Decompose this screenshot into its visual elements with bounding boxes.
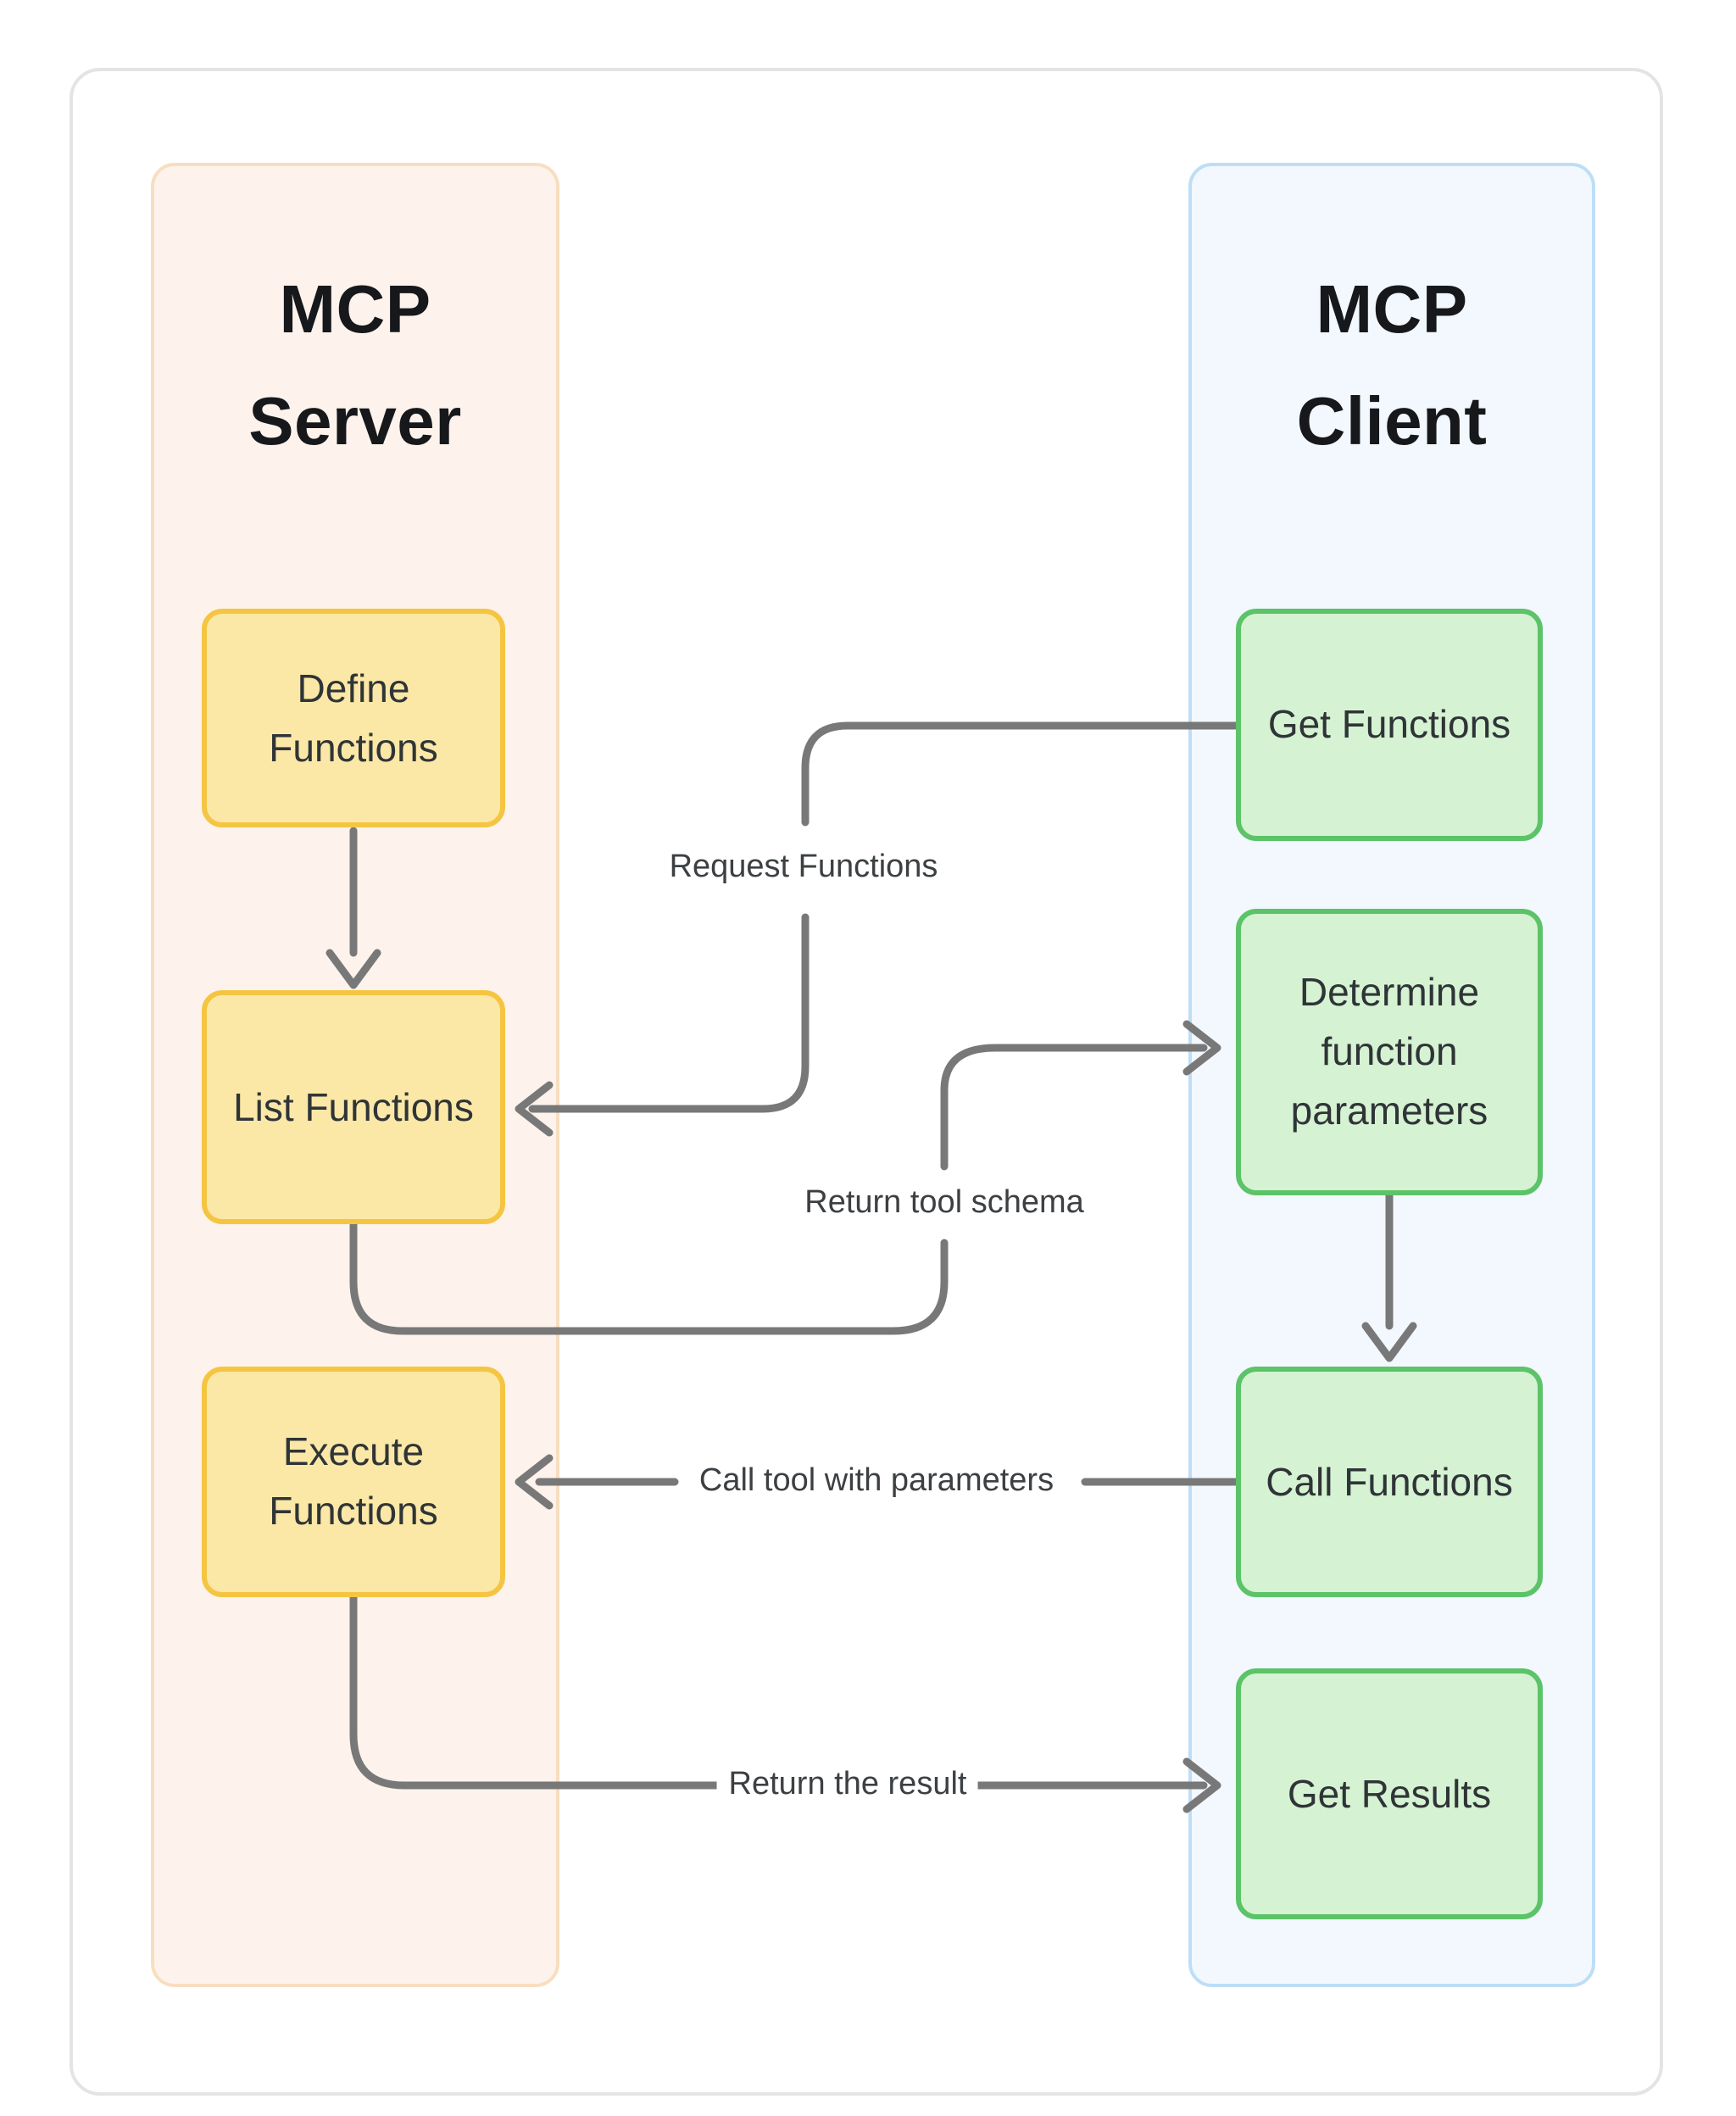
box-get-functions: Get Functions [1236,609,1543,841]
mcp-client-title: MCP Client [1192,254,1592,478]
mcp-server-title-line2: Server [248,385,462,459]
box-execute-functions-label: Execute Functions [269,1429,438,1533]
mcp-server-title: MCP Server [154,254,556,478]
box-define-functions: Define Functions [202,609,505,827]
box-call-functions-label: Call Functions [1266,1459,1513,1503]
box-get-results: Get Results [1236,1668,1543,1919]
box-get-functions-label: Get Functions [1267,702,1511,746]
box-list-functions: List Functions [202,990,505,1224]
edge-label-return-the-result: Return the result [716,1763,979,1807]
box-define-functions-label: Define Functions [269,665,438,769]
box-determine-function-parameters-label: Determine function parameters [1290,970,1488,1133]
mcp-client-title-line1: MCP [1316,273,1468,348]
edge-label-return-tool-schema: Return tool schema [793,1182,1096,1226]
edge-label-call-tool-with-parameters: Call tool with parameters [687,1460,1066,1504]
mcp-server-title-line1: MCP [279,273,431,348]
mcp-client-title-line2: Client [1296,385,1488,459]
box-determine-function-parameters: Determine function parameters [1236,909,1543,1195]
box-list-functions-label: List Functions [233,1084,474,1128]
box-execute-functions: Execute Functions [202,1367,505,1597]
box-call-functions: Call Functions [1236,1367,1543,1597]
box-get-results-label: Get Results [1287,1771,1492,1815]
edge-label-request-functions: Request Functions [657,846,950,890]
